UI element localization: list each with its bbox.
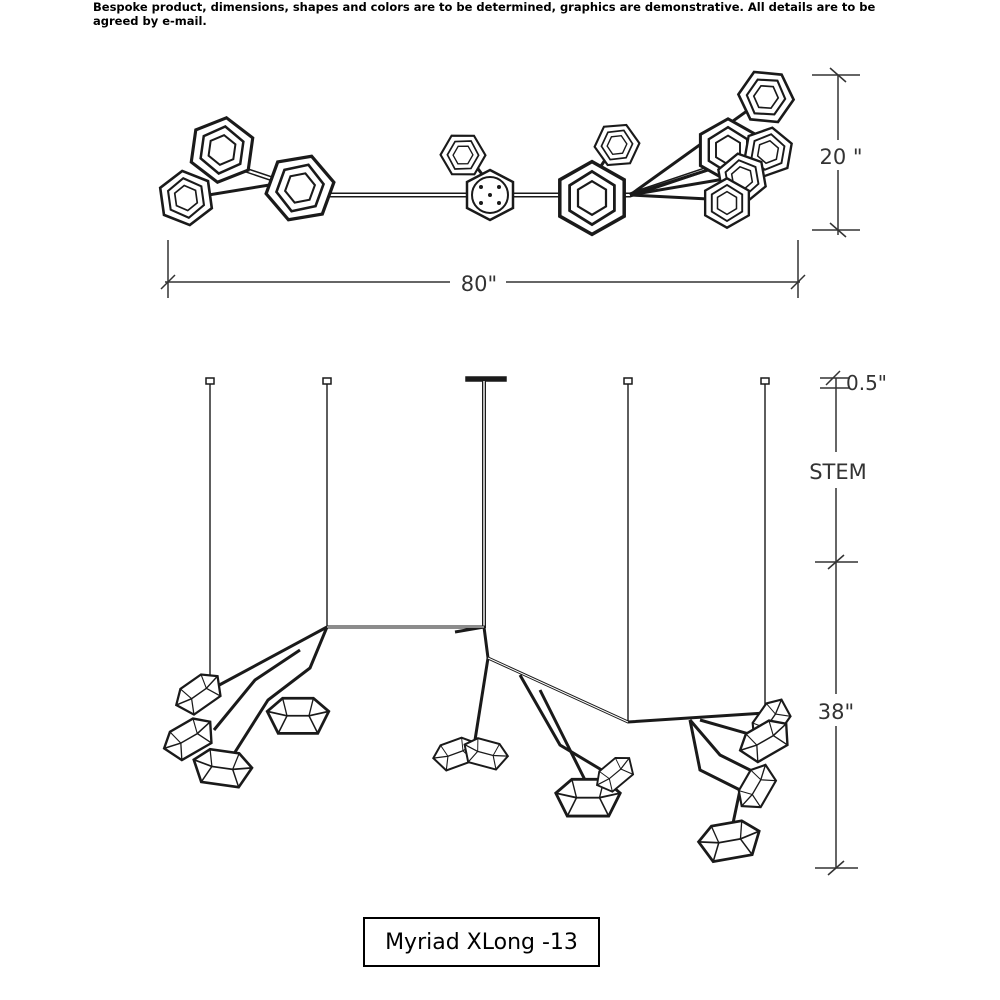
product-name: Myriad XLong -13	[385, 929, 578, 955]
suspension-cables	[209, 384, 766, 722]
top-view: 20 " 80"	[156, 59, 865, 298]
ceiling-mounts	[205, 376, 770, 385]
width-label: 80"	[461, 272, 497, 296]
drop-length-label: 38"	[818, 700, 854, 724]
top-view-canopy	[465, 168, 515, 222]
side-view-arms	[209, 625, 771, 829]
disclaimer-text: Bespoke product, dimensions, shapes and …	[93, 0, 876, 28]
side-view: 0.5" STEM 38"	[157, 370, 887, 876]
height-dimension	[812, 67, 860, 238]
height-label: 20 "	[819, 145, 862, 169]
stem-label: STEM	[809, 460, 867, 484]
product-name-box: Myriad XLong -13	[363, 917, 600, 967]
side-dimension-line	[815, 370, 858, 876]
canopy-thickness-label: 0.5"	[846, 371, 887, 395]
